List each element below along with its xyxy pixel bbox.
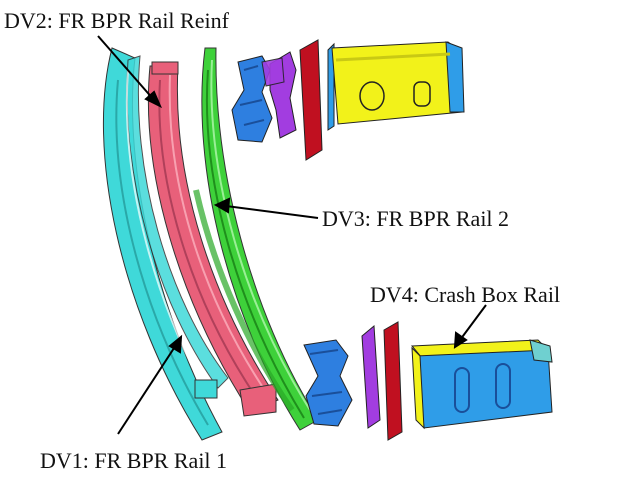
lower-plate bbox=[361, 324, 381, 429]
fr-bpr-rail-2-part bbox=[193, 47, 319, 431]
arrow-dv3 bbox=[225, 205, 319, 219]
label-dv2: DV2: FR BPR Rail Reinf bbox=[4, 8, 230, 33]
label-dv4: DV4: Crash Box Rail bbox=[370, 282, 560, 307]
label-dv3: DV3: FR BPR Rail 2 bbox=[322, 206, 509, 231]
upper-bracket bbox=[231, 55, 273, 143]
lower-crash-box bbox=[410, 339, 553, 430]
fr-bpr-rail-1-part bbox=[102, 47, 229, 441]
lower-flange bbox=[383, 321, 403, 441]
rail-1-flange bbox=[126, 55, 229, 389]
arrow-dv2 bbox=[97, 35, 155, 101]
leader-arrows bbox=[97, 35, 487, 435]
upper-flange bbox=[299, 39, 323, 161]
lower-bracket bbox=[303, 339, 353, 427]
arrow-dv4 bbox=[459, 304, 487, 341]
upper-plate bbox=[261, 51, 297, 139]
fr-bpr-rail-reinf-part bbox=[147, 61, 279, 417]
upper-crash-box bbox=[327, 41, 465, 131]
arrow-dv1 bbox=[117, 344, 177, 435]
label-dv1: DV1: FR BPR Rail 1 bbox=[40, 448, 227, 473]
